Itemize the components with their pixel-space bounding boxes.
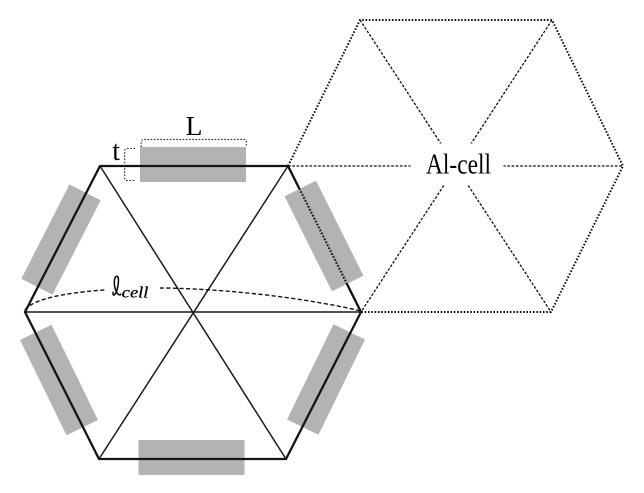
svg-text:t: t (112, 136, 120, 167)
svg-text:cell: cell (122, 285, 149, 302)
svg-text:Al-cell: Al-cell (426, 149, 491, 181)
svg-text:L: L (186, 110, 203, 141)
